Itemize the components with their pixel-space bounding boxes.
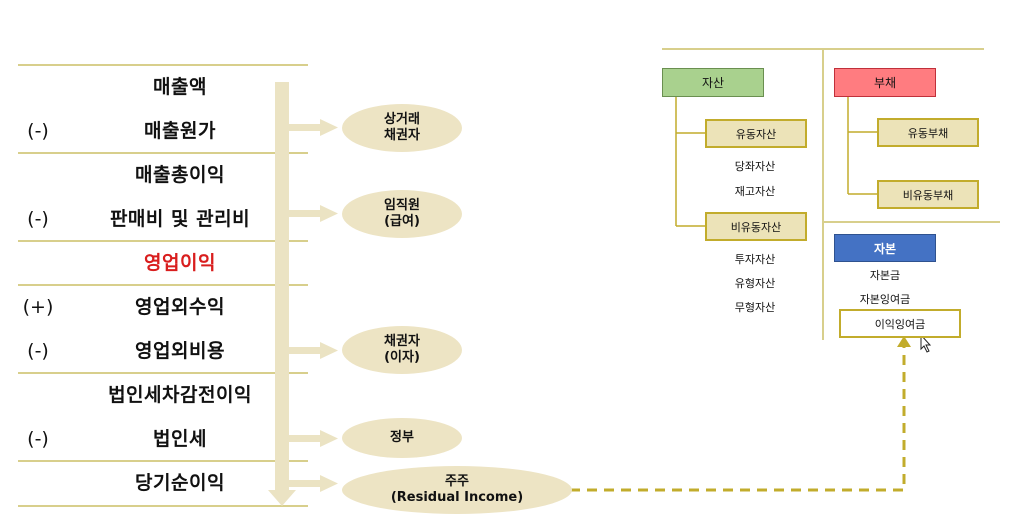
asset-item: 투자자산 [734, 253, 776, 266]
noncurrent-liabilities-box: 비유동부채 [877, 180, 979, 209]
noncurrent-assets-box: 비유동자산 [705, 212, 807, 241]
current-assets-box: 유동자산 [705, 119, 807, 148]
divider [18, 372, 308, 374]
equity-box: 자본 [834, 234, 936, 262]
asset-item: 당좌자산 [734, 160, 776, 173]
divider [18, 284, 308, 286]
row-label-nonop-expense: 영업외비용 [135, 340, 225, 362]
tree-connectors [675, 96, 877, 227]
stakeholder-line1: 채권자 [384, 334, 420, 349]
asset-box: 자산 [662, 68, 764, 97]
branch-arrows [289, 119, 338, 492]
stakeholder-line2: (Residual Income) [390, 490, 524, 505]
current-liabilities-box: 유동부채 [877, 118, 979, 147]
divider [18, 460, 308, 462]
stakeholder-line1: 상거래 [384, 112, 420, 127]
equity-item: 자본금 [869, 269, 901, 282]
stakeholder-creditors: 채권자 (이자) [342, 326, 462, 374]
row-sign: (-) [27, 120, 49, 142]
stakeholder-employees: 임직원 (급여) [342, 190, 462, 238]
row-label-gross-profit: 매출총이익 [135, 164, 225, 186]
dashed-arrowhead [897, 336, 911, 347]
balance-sheet-frame [662, 48, 1000, 340]
equity-item: 자본잉여금 [859, 293, 911, 306]
stakeholder-line1: 임직원 [384, 198, 420, 213]
stakeholder-line2: (이자) [384, 350, 420, 365]
dashed-connector [570, 345, 906, 492]
row-label-nonop-income: 영업외수익 [135, 296, 225, 318]
mouse-cursor-icon [920, 333, 932, 353]
row-label-net-income: 당기순이익 [135, 472, 225, 494]
row-label-income-tax: 법인세 [153, 428, 207, 450]
asset-item: 무형자산 [734, 301, 776, 314]
asset-item: 재고자산 [734, 185, 776, 198]
stakeholder-trade-creditors: 상거래 채권자 [342, 104, 462, 152]
down-arrow-head [268, 490, 296, 506]
retained-earnings-box: 이익잉여금 [839, 309, 961, 338]
divider [18, 64, 308, 66]
row-label-operating-income: 영업이익 [144, 252, 216, 274]
row-label-pretax-income: 법인세차감전이익 [108, 384, 252, 406]
asset-item: 유형자산 [734, 277, 776, 290]
liability-box: 부채 [834, 68, 936, 97]
stakeholder-government: 정부 [342, 418, 462, 458]
divider [18, 240, 308, 242]
divider [18, 505, 308, 507]
row-label-sga: 판매비 및 관리비 [109, 208, 251, 230]
row-label-cogs: 매출원가 [144, 120, 216, 142]
row-sign: (-) [27, 340, 49, 362]
row-label-revenue: 매출액 [153, 76, 207, 98]
stakeholder-line1: 주주 [445, 474, 469, 489]
stakeholder-line2: 채권자 [384, 128, 420, 143]
stakeholder-shareholders: 주주 (Residual Income) [342, 466, 572, 514]
stakeholder-line2: (급여) [384, 214, 420, 229]
row-sign: (-) [27, 428, 49, 450]
down-arrow-shaft [275, 82, 289, 494]
row-sign: (-) [27, 208, 49, 230]
divider [18, 152, 308, 154]
stakeholder-line1: 정부 [390, 430, 414, 445]
row-sign: (+) [22, 296, 54, 318]
